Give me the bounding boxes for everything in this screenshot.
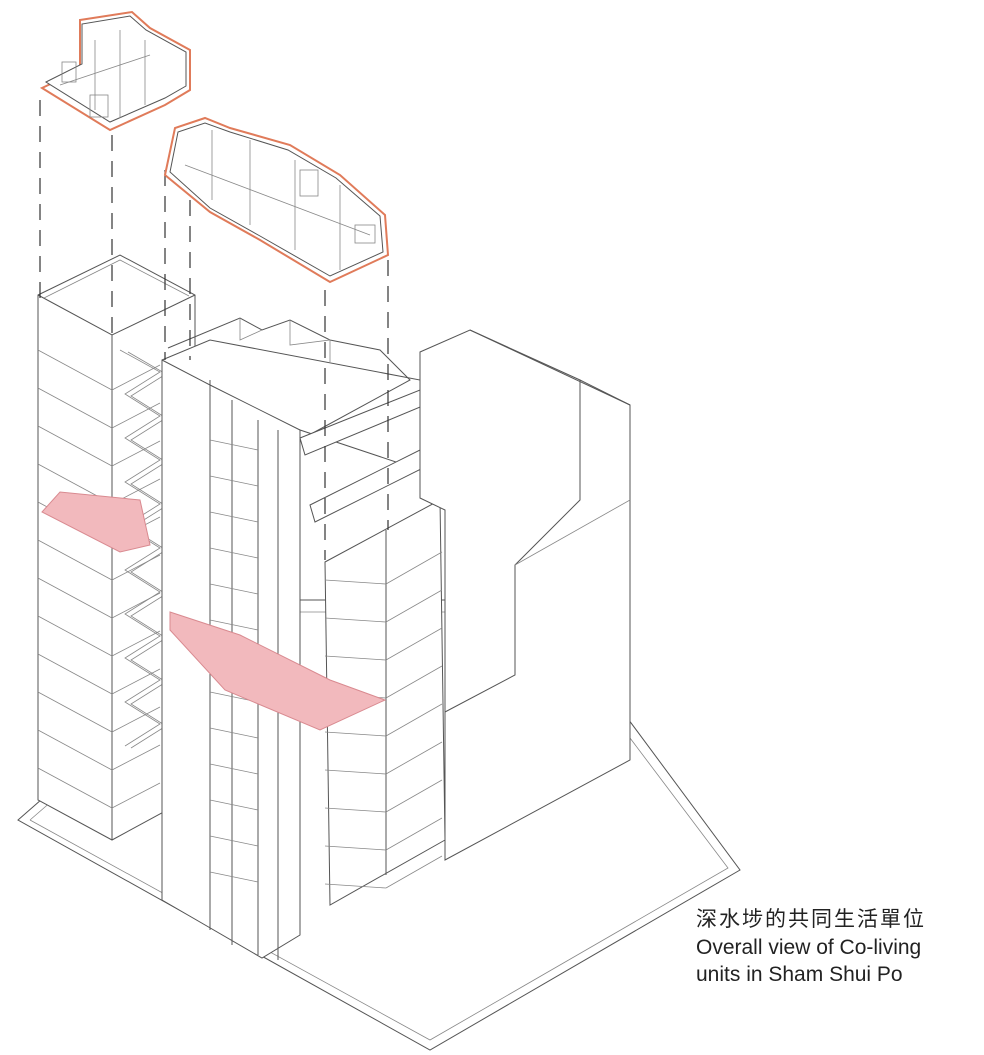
central-core (161, 339, 421, 960)
caption-english-line-1: Overall view of Co-living (696, 936, 922, 959)
highlighted-floor-left (41, 491, 151, 553)
floor-slab-line (111, 630, 161, 657)
floor-slab-line (209, 619, 259, 631)
right-unit-block (324, 499, 446, 906)
floor-slab-line (37, 729, 113, 771)
floor-slab-line (385, 817, 443, 851)
co-living-unit-2 (163, 116, 390, 284)
floor-slab-line (111, 782, 161, 809)
floor-slab-line (111, 440, 161, 467)
floor-slab-line (324, 579, 387, 585)
co-living-unit-1 (39, 10, 191, 132)
floor-slab-line (385, 551, 443, 585)
caption-chinese: 深水埗的共同生活單位 (696, 907, 926, 931)
floor-slab-line (209, 439, 259, 451)
floor-slab-line (37, 653, 113, 695)
floor-slab-line (209, 763, 259, 775)
caption-english-line-2: units in Sham Shui Po (696, 963, 903, 986)
floor-slab-line (209, 583, 259, 595)
floor-slab-line (209, 511, 259, 523)
floor-slab-line (37, 539, 113, 581)
floor-slab-line (209, 727, 259, 739)
floor-slab-line (385, 589, 443, 623)
floor-slab-line (37, 387, 113, 429)
floor-slab-line (209, 871, 259, 883)
floor-slab-line (324, 731, 387, 737)
floor-slab-line (37, 615, 113, 657)
floor-slab-line (37, 577, 113, 619)
caption: 深水埗的共同生活單位 Overall view of Co-living uni… (696, 904, 926, 988)
projection-lines (39, 100, 389, 560)
floor-slab-line (111, 744, 161, 771)
floor-slab-line (385, 779, 443, 813)
highlighted-floor-middle (169, 611, 387, 731)
floor-slab-line (324, 655, 387, 661)
floor-slab-line (324, 883, 387, 889)
floor-slab-line (111, 364, 161, 391)
floor-slab-line (385, 665, 443, 699)
floor-slab-line (385, 703, 443, 737)
floor-slab-line (37, 349, 113, 391)
neighbour-building (419, 329, 631, 861)
roof-outline (167, 317, 411, 441)
floor-slab-line (324, 807, 387, 813)
floor-slab-line (209, 835, 259, 847)
floor-slab-line (385, 627, 443, 661)
floor-slab-line (209, 547, 259, 559)
floor-slab-line (37, 691, 113, 733)
floor-slab-line (385, 741, 443, 775)
floor-slab-line (385, 855, 443, 889)
floor-slab-line (37, 767, 113, 809)
floor-slab-line (324, 617, 387, 623)
floor-slab-line (324, 769, 387, 775)
floor-slab-line (37, 425, 113, 467)
floor-slab-line (209, 475, 259, 487)
floor-slab-line (111, 402, 161, 429)
floor-slab-line (209, 799, 259, 811)
floor-slab-line (111, 706, 161, 733)
floor-slab-line (324, 845, 387, 851)
